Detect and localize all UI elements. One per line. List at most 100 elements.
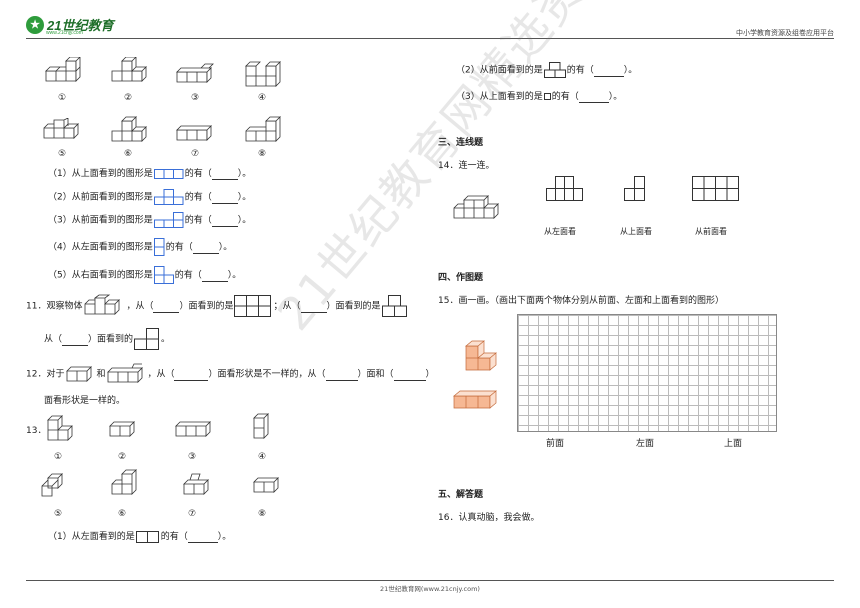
q13-sub2: （2）从前面看到的是的有（ ）。 <box>456 62 637 78</box>
q14-text: 14．连一连。 <box>438 161 495 171</box>
q10-figure-6 <box>111 116 147 142</box>
q12-answer-3[interactable] <box>393 370 426 381</box>
q11-line1: 11．观察物体，从（ ）面看到的是；从（ ）面看到的是 <box>26 294 409 318</box>
logo-text: 21世纪教育 <box>47 18 114 33</box>
q10-sub1-end: ）。 <box>237 169 252 179</box>
logo-runner-icon: ★ <box>26 15 44 34</box>
q10-figure-1 <box>45 57 81 82</box>
q11-text-d: ；从（ <box>273 301 301 312</box>
q10-sub4-post: 的有（ <box>165 242 193 253</box>
q16-text: 16．认真动脑，我会做。 <box>438 513 540 523</box>
q10-sub4: （4）从左面看到的图形是 的有（ ）。 <box>48 238 232 256</box>
q10-sub3-pre: （3）从前面看到的图形是 <box>48 215 153 226</box>
q12-text-c: ，从（ <box>147 369 175 380</box>
q10-figure-3 <box>176 63 214 83</box>
q10-label-2: ② <box>123 93 133 103</box>
q13-sub2-answer[interactable] <box>593 66 624 77</box>
q12-text-d: ）面看形状是不一样的，从（ <box>208 369 326 380</box>
q11-answer-2[interactable] <box>300 302 327 313</box>
q10-sub3-post: 的有（ <box>184 215 212 226</box>
q15-text: 15．画一画。（画出下面两个物体分别从前面、左面和上面看到的图形） <box>438 296 724 306</box>
q10-figure-2 <box>111 57 147 82</box>
q10-sub3-answer[interactable] <box>211 216 238 227</box>
q13-label-5: ⑤ <box>53 509 63 519</box>
q11-text-a: 11．观察物体 <box>26 301 83 312</box>
q10-sub3-end: ）。 <box>237 215 252 226</box>
header-platform-text: 中小学教育资源及组卷应用平台 <box>736 29 834 37</box>
q13-figure-3 <box>175 421 211 437</box>
q13-label-7: ⑦ <box>187 509 197 519</box>
q10-label-8: ⑧ <box>257 149 267 159</box>
q10-sub1-answer[interactable] <box>211 169 238 180</box>
q11-view-l <box>134 328 160 350</box>
header-divider <box>26 38 834 39</box>
q11-text-c: ）面看到的是 <box>179 301 234 312</box>
q13-figure-6 <box>111 469 137 495</box>
q10-sub2-answer[interactable] <box>211 193 238 204</box>
watermark: 21世纪教育网精选资料 <box>266 0 627 341</box>
q13-sub1: （1）从左面看到的是的有（ ）。 <box>48 529 231 543</box>
q10-sub5-end: ）。 <box>227 270 242 281</box>
q13-number: 13． <box>26 426 47 436</box>
shape-t-front <box>543 62 566 78</box>
q11-text-h: 。 <box>161 334 171 345</box>
q12-text-f: ） <box>425 369 435 380</box>
section-3-title: 三、连线题 <box>438 138 484 148</box>
q13-label-8: ⑧ <box>257 509 267 519</box>
q10-sub1-pre: （1）从上面看到的图形是 <box>48 169 153 179</box>
q10-sub2-post: 的有（ <box>184 192 212 203</box>
q10-sub5: （5）从右面看到的图形是的有（ ）。 <box>48 266 241 284</box>
shape-t-blue <box>153 189 184 205</box>
q13-sub3: （3）从上面看到的是的有（ ）。 <box>456 89 622 103</box>
q10-sub4-pre: （4）从左面看到的图形是 <box>48 242 153 253</box>
footer-divider <box>26 580 834 581</box>
q15-solid-2 <box>453 390 497 409</box>
q10-sub4-end: ）。 <box>218 242 233 253</box>
q13-figure-2 <box>109 421 135 437</box>
shape-column-blue <box>153 238 165 256</box>
q14-label-left: 从左面看 <box>544 227 576 236</box>
q11-text-g: ）面看到的 <box>88 334 134 345</box>
q10-sub2-end: ）。 <box>237 192 252 203</box>
q13-sub2-end: ）。 <box>623 65 638 76</box>
q10-figure-5 <box>43 118 79 139</box>
footer-text: 21世纪教育网(www.21cnjy.com) <box>380 585 480 593</box>
q13-figure-7 <box>183 473 209 495</box>
q13-sub1-answer[interactable] <box>187 532 218 543</box>
q10-figure-7 <box>176 125 212 141</box>
q10-sub1: （1）从上面看到的图形是 的有（ ）。 <box>48 166 251 180</box>
q13-label-6: ⑥ <box>117 509 127 519</box>
q10-sub2-pre: （2）从前面看到的图形是 <box>48 192 153 203</box>
q10-sub2: （2）从前面看到的图形是 的有（ ）。 <box>48 189 251 205</box>
q14-label-front: 从前面看 <box>695 227 727 236</box>
section-5-title: 五、解答题 <box>438 490 484 500</box>
q13-sub1-post: 的有（ <box>160 532 188 542</box>
q15-label-top: 上面 <box>724 439 743 449</box>
q10-sub1-post: 的有（ <box>184 169 212 179</box>
q10-label-6: ⑥ <box>123 149 133 159</box>
q13-figure-1 <box>47 415 73 441</box>
q13-figure-8 <box>253 477 279 493</box>
shape-three-row-blue <box>153 168 184 179</box>
q12-answer-1[interactable] <box>174 370 209 381</box>
q12-object-1 <box>66 366 93 382</box>
q11-answer-1[interactable] <box>153 302 180 313</box>
q11-answer-3[interactable] <box>62 335 89 346</box>
q13-sub3-post: 的有（ <box>551 92 579 102</box>
section-4-title: 四、作图题 <box>438 273 484 283</box>
q10-sub4-answer[interactable] <box>192 243 219 254</box>
q15-label-front: 前面 <box>546 439 565 449</box>
q10-sub5-answer[interactable] <box>201 271 228 282</box>
q14-view-2 <box>624 176 645 201</box>
q14-label-top: 从上面看 <box>620 227 652 236</box>
q15-drawing-grid[interactable] <box>517 314 777 432</box>
q10-label-5: ⑤ <box>57 149 67 159</box>
q13-sub3-answer[interactable] <box>578 92 609 103</box>
q13-sub1-end: ）。 <box>217 532 232 542</box>
shape-two-row <box>135 530 159 543</box>
q14-solid-figure <box>453 195 499 219</box>
q13-sub2-post: 的有（ <box>566 65 594 76</box>
q11-view-t <box>381 295 407 317</box>
q12-answer-2[interactable] <box>325 370 358 381</box>
q11-text-e: ）面看到的是 <box>326 301 381 312</box>
